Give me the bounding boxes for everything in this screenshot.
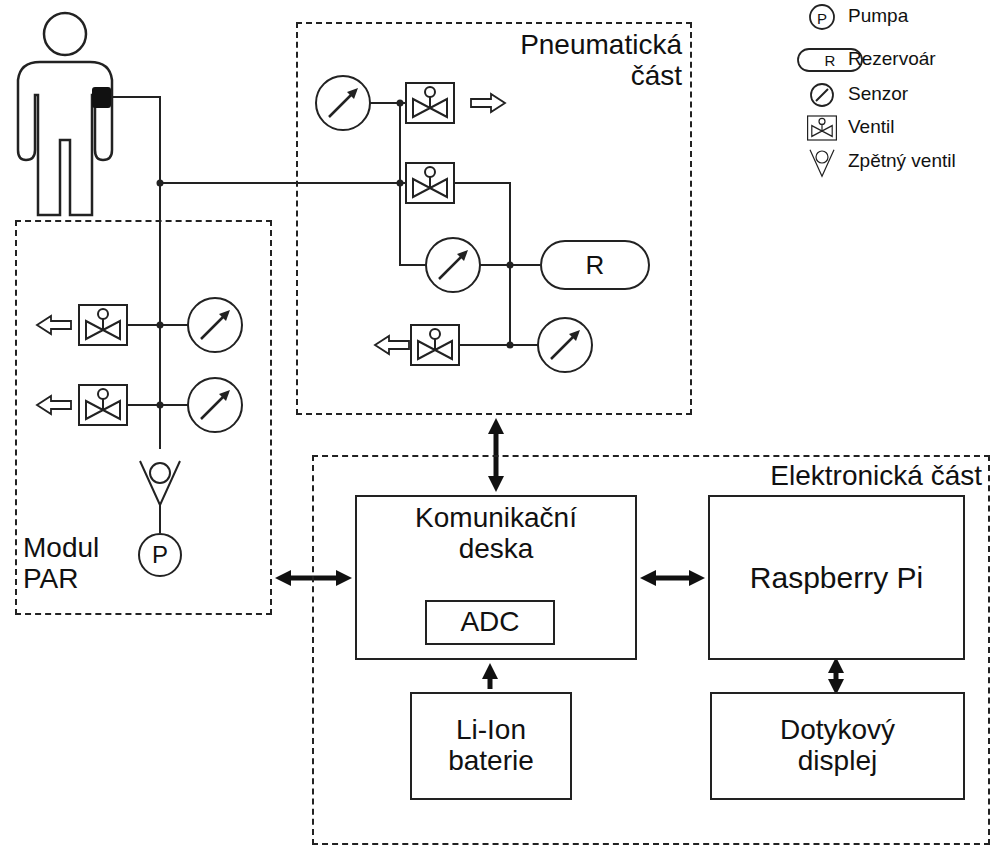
sensor-symbol xyxy=(316,76,370,130)
exhaust-arrow xyxy=(37,396,71,414)
sensor-symbol xyxy=(426,238,480,292)
valve-symbol xyxy=(79,305,127,345)
battery-box: Li-Ion baterie xyxy=(410,692,572,800)
data-arrow xyxy=(488,679,493,689)
tubing xyxy=(111,97,540,533)
sensor-symbol xyxy=(538,318,592,372)
sensor-symbol xyxy=(188,298,242,352)
symbol-letter: R xyxy=(825,53,836,68)
valve-symbol xyxy=(79,385,127,425)
pump: P xyxy=(138,533,182,577)
node-label: P xyxy=(152,542,168,568)
legend-check-valve xyxy=(810,150,834,176)
node-label: Elektronická část xyxy=(770,461,982,492)
valve-symbol xyxy=(406,83,454,123)
node-label: Komunikační deska xyxy=(386,503,606,565)
cuff xyxy=(92,87,111,108)
reservoir: R xyxy=(540,240,650,290)
node-label: Dotykový displej xyxy=(738,715,938,777)
check-valve-symbol xyxy=(140,461,180,505)
legend-valve xyxy=(808,116,837,140)
exhaust-arrow xyxy=(375,336,409,354)
legend-label: Zpětný ventil xyxy=(848,151,956,172)
data-arrow xyxy=(834,673,839,679)
node-label: Pneumatická část xyxy=(507,30,682,92)
exhaust-arrow xyxy=(37,316,71,334)
par-module: Modul PAR P xyxy=(15,220,272,615)
patient-figure xyxy=(18,13,112,215)
junction-dots xyxy=(157,100,514,409)
exhaust-arrow xyxy=(471,94,505,112)
pneumatic-section: Pneumatická částR xyxy=(296,22,692,415)
electronics-section: Elektronická částKomunikační deskaADC Ras… xyxy=(312,455,990,845)
raspberry-pi-box: Raspberry Pi xyxy=(708,495,965,660)
node-label: Modul PAR xyxy=(23,533,133,595)
data-arrow xyxy=(656,576,689,581)
valve-symbol xyxy=(411,325,459,365)
node-label: R xyxy=(586,251,605,280)
node-label: Raspberry Pi xyxy=(750,561,923,594)
valve-symbol xyxy=(406,163,454,203)
adc-box: ADC xyxy=(425,600,555,645)
node-label: ADC xyxy=(460,607,519,638)
node-label: Li-Ion baterie xyxy=(421,715,561,777)
legend-label: Pumpa xyxy=(848,6,908,27)
display-box: Dotykový displej xyxy=(710,692,965,800)
legend-label: Senzor xyxy=(848,84,908,105)
sensor-symbol xyxy=(188,378,242,432)
legend-label: Rezervoár xyxy=(848,49,936,70)
legend-label: Ventil xyxy=(848,117,894,138)
communication-board: Komunikační deskaADC xyxy=(355,495,637,660)
symbol-letter: P xyxy=(817,11,827,26)
